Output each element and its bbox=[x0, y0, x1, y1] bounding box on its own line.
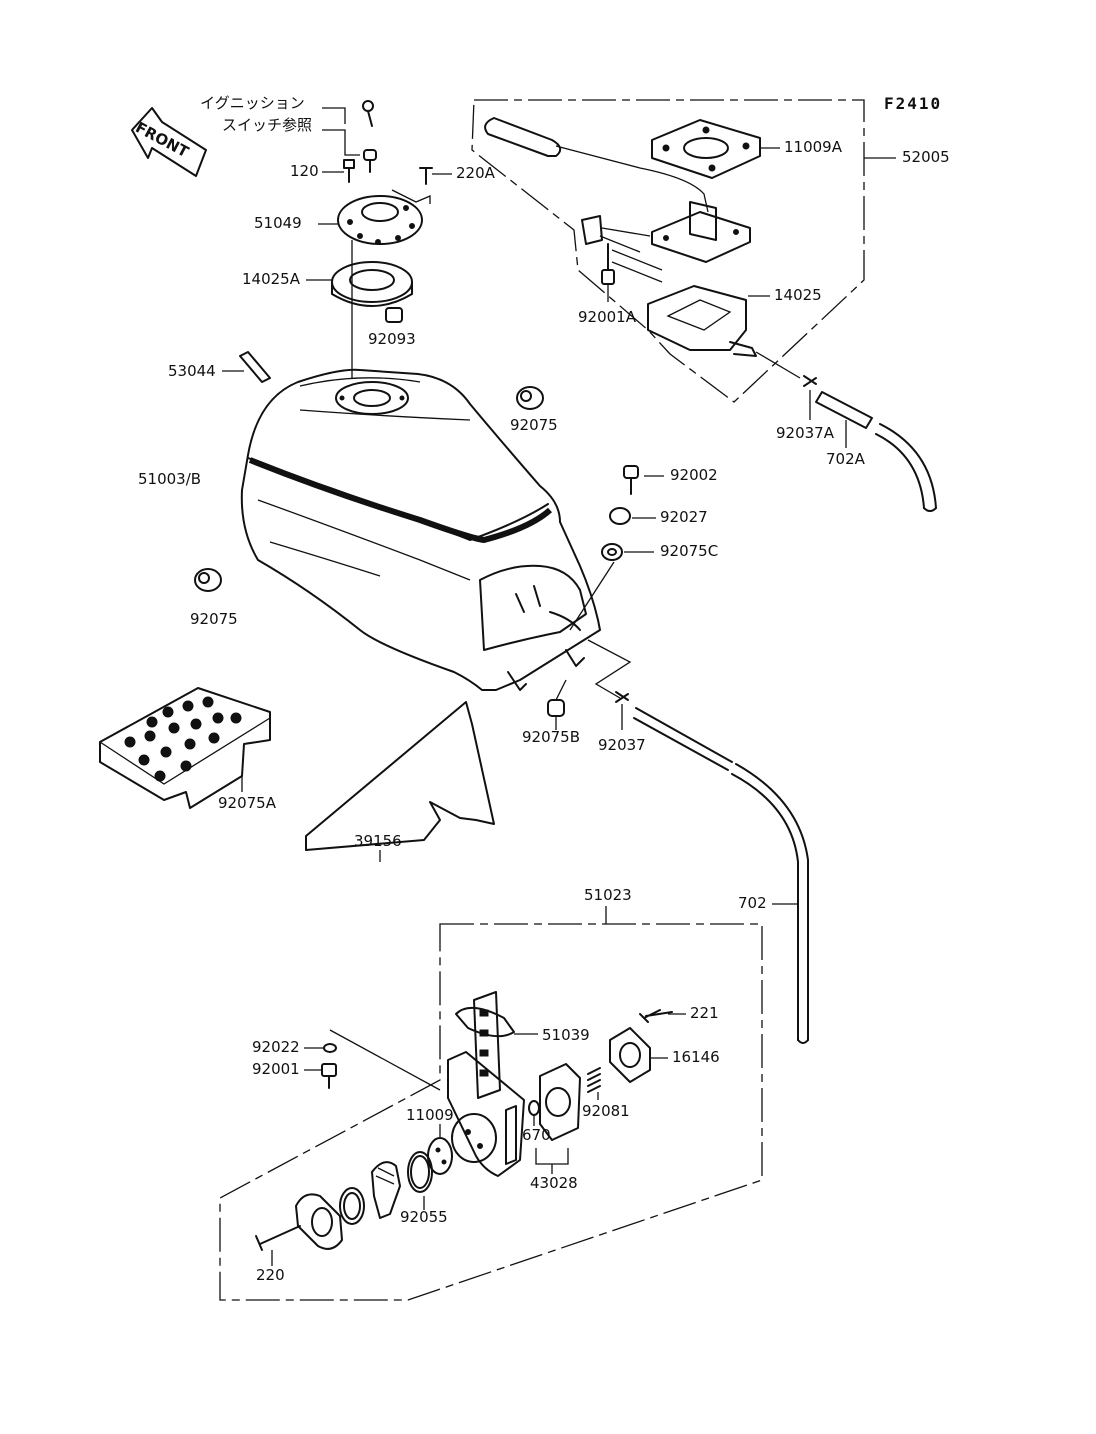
label-51039: 51039 bbox=[542, 1026, 590, 1044]
fuel-tank-51003 bbox=[240, 368, 601, 691]
label-43028: 43028 bbox=[530, 1174, 578, 1192]
ignition-note-bracket bbox=[322, 107, 360, 156]
damper-92075-left-icon bbox=[194, 568, 222, 592]
figure-id: F2410 bbox=[884, 94, 943, 113]
clip-92037A-icon bbox=[803, 375, 817, 420]
fastener-axis-line bbox=[569, 561, 615, 631]
clip-92037-icon bbox=[587, 639, 632, 730]
label-92081: 92081 bbox=[582, 1102, 630, 1120]
label-221: 221 bbox=[690, 1004, 719, 1022]
label-220: 220 bbox=[256, 1266, 285, 1284]
diaphragm-43028 bbox=[535, 1063, 581, 1174]
label-702: 702 bbox=[738, 894, 767, 912]
damper-92075C-icon bbox=[601, 543, 654, 561]
label-51049: 51049 bbox=[254, 214, 302, 232]
label-51023: 51023 bbox=[584, 886, 632, 904]
bolt-92002-icon bbox=[623, 465, 664, 495]
cover-sheet-39156 bbox=[305, 701, 495, 862]
label-92027: 92027 bbox=[660, 508, 708, 526]
label-92022: 92022 bbox=[252, 1038, 300, 1056]
cover-16146 bbox=[609, 1027, 668, 1083]
label-14025: 14025 bbox=[774, 286, 822, 304]
fuel-cap-plate-51049 bbox=[318, 195, 423, 245]
filler-ring-14025A bbox=[306, 261, 413, 307]
nut-92093-icon bbox=[385, 307, 403, 323]
ignition-note-line1: イグニッション bbox=[200, 94, 305, 112]
bolt-120-icon bbox=[322, 159, 355, 183]
label-52005: 52005 bbox=[902, 148, 950, 166]
damper-92075B-icon bbox=[547, 679, 567, 730]
seal-ring-icon bbox=[339, 1187, 365, 1225]
fuel-gauge-assembly-bracket bbox=[471, 99, 896, 403]
oring-670-icon bbox=[528, 1100, 540, 1126]
label-92093: 92093 bbox=[368, 330, 416, 348]
label-92001A: 92001A bbox=[578, 308, 636, 326]
lever-knob-icon bbox=[371, 1161, 425, 1219]
gauge-case-14025 bbox=[647, 285, 801, 379]
label-39156: 39156 bbox=[354, 832, 402, 850]
fuel-tap-51039 bbox=[447, 991, 538, 1177]
label-92075-top: 92075 bbox=[510, 416, 558, 434]
washer-92022-icon bbox=[304, 1043, 337, 1053]
label-92055: 92055 bbox=[400, 1208, 448, 1226]
hose-702A bbox=[815, 391, 937, 512]
label-92075A: 92075A bbox=[218, 794, 276, 812]
hose-702 bbox=[633, 707, 809, 1044]
oring-92055-icon bbox=[407, 1151, 433, 1193]
ignition-note-line2: スイッチ参照 bbox=[222, 116, 313, 134]
bolt-92001-icon bbox=[304, 1063, 337, 1089]
label-51003B: 51003/B bbox=[138, 470, 202, 488]
bolt-92001A-icon bbox=[601, 243, 615, 302]
fuel-gauge-float bbox=[484, 117, 709, 213]
label-120: 120 bbox=[290, 162, 319, 180]
spring-92081-icon bbox=[587, 1067, 601, 1100]
screw-220-icon bbox=[255, 1225, 301, 1266]
front-arrow-icon bbox=[131, 107, 207, 177]
label-92037A: 92037A bbox=[776, 424, 834, 442]
screw-220A-icon bbox=[391, 167, 452, 204]
fuel-tap-assembly-bracket bbox=[219, 906, 763, 1301]
label-670: 670 bbox=[522, 1126, 551, 1144]
label-92075-left: 92075 bbox=[190, 610, 238, 628]
label-92002: 92002 bbox=[670, 466, 718, 484]
label-11009: 11009 bbox=[406, 1106, 454, 1124]
label-16146: 16146 bbox=[672, 1048, 720, 1066]
bolt-top-icon bbox=[363, 149, 377, 173]
screw-221-icon bbox=[639, 1009, 686, 1023]
label-92001: 92001 bbox=[252, 1060, 300, 1078]
damper-92075-top-icon bbox=[516, 386, 544, 410]
label-702A: 702A bbox=[826, 450, 865, 468]
rubber-pad-92075A bbox=[99, 687, 271, 809]
gasket-11009A bbox=[651, 119, 780, 179]
collar-92027-icon bbox=[609, 507, 656, 525]
label-92075C: 92075C bbox=[660, 542, 719, 560]
label-11009A: 11009A bbox=[784, 138, 842, 156]
pin-53044-icon bbox=[222, 351, 271, 383]
label-220A: 220A bbox=[456, 164, 495, 182]
key-icon bbox=[362, 100, 374, 127]
label-53044: 53044 bbox=[168, 362, 216, 380]
label-92075B: 92075B bbox=[522, 728, 581, 746]
label-14025A: 14025A bbox=[242, 270, 300, 288]
mounting-plate-icon bbox=[295, 1193, 343, 1250]
label-92037: 92037 bbox=[598, 736, 646, 754]
tap-axis-line bbox=[329, 1029, 441, 1091]
fuel-sender-unit bbox=[581, 201, 751, 283]
